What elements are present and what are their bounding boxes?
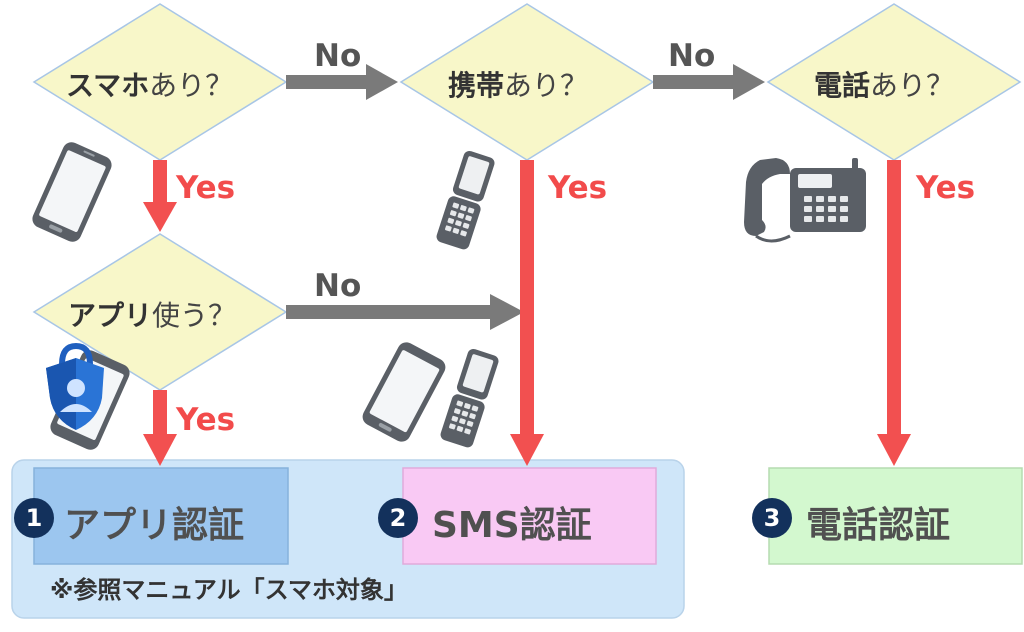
sms-auth-label: SMS認証 bbox=[432, 505, 592, 546]
app-question-bold: アプリ bbox=[68, 299, 153, 332]
no-arrow-app-to-sms bbox=[286, 294, 524, 330]
app-question-rest: 使う？ bbox=[152, 299, 237, 332]
mobile-question-bold: 携帯 bbox=[448, 69, 505, 102]
reference-manual-note: ※参照マニュアル「スマホ対象」 bbox=[50, 576, 408, 604]
no-label-app: No bbox=[314, 268, 362, 304]
yes-arrow-mobile-to-sms bbox=[510, 160, 544, 466]
sms-auth-number-badge: 2 bbox=[378, 498, 418, 538]
yes-arrow-smartphone-to-app bbox=[143, 160, 177, 232]
yes-label-telephone: Yes bbox=[916, 170, 976, 206]
no-label-smartphone: No bbox=[314, 38, 362, 74]
mobile-question: 携帯あり？ bbox=[448, 64, 588, 104]
no-label-mobile: No bbox=[668, 38, 716, 74]
no-arrow-smartphone-to-mobile bbox=[286, 64, 398, 100]
smartphone-and-flip-phone-icon bbox=[362, 342, 499, 448]
telephone-question: 電話あり？ bbox=[814, 64, 954, 104]
flip-phone-icon bbox=[436, 150, 495, 250]
no-arrow-mobile-to-telephone bbox=[653, 64, 765, 100]
telephone-question-rest: あり？ bbox=[870, 69, 955, 102]
smartphone-question-bold: スマホ bbox=[66, 69, 150, 102]
yes-arrow-telephone-to-phone-auth bbox=[877, 160, 911, 466]
yes-label-mobile: Yes bbox=[548, 170, 608, 206]
desk-phone-icon bbox=[744, 158, 866, 243]
authenticator-app-icon bbox=[46, 342, 130, 450]
yes-label-smartphone: Yes bbox=[176, 170, 236, 206]
phone-auth-box bbox=[768, 467, 1023, 565]
telephone-question-bold: 電話 bbox=[814, 69, 871, 102]
app-auth-number-badge: 1 bbox=[14, 498, 54, 538]
yes-arrow-app-to-app-auth bbox=[143, 390, 177, 466]
smartphone-icon bbox=[32, 142, 112, 242]
mobile-question-rest: あり？ bbox=[504, 69, 589, 102]
yes-label-app: Yes bbox=[176, 402, 236, 438]
app-question: アプリ使う？ bbox=[68, 294, 236, 334]
app-auth-label: アプリ認証 bbox=[64, 505, 245, 546]
phone-auth-number-badge: 3 bbox=[752, 498, 792, 538]
phone-auth-label: 電話認証 bbox=[806, 505, 951, 546]
smartphone-question-rest: あり？ bbox=[149, 69, 234, 102]
smartphone-question: スマホあり？ bbox=[66, 64, 233, 104]
sms-auth-box bbox=[402, 467, 657, 565]
app-auth-box bbox=[33, 467, 289, 565]
